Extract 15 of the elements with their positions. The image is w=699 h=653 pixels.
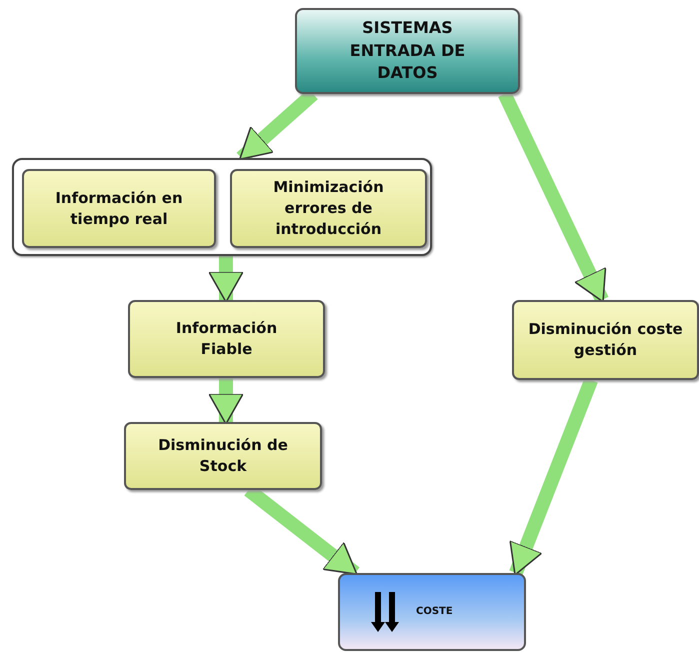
process-box — [230, 169, 427, 248]
process-box — [295, 8, 520, 94]
result-box — [338, 573, 526, 651]
node-label: SISTEMAS ENTRADA DE DATOS — [348, 17, 466, 84]
node-label: Información en tiempo real — [54, 188, 184, 230]
node-label: Disminución de Stock — [157, 435, 289, 477]
node-label: COSTE — [416, 605, 453, 619]
process-box — [128, 300, 325, 378]
process-box — [22, 169, 216, 248]
node-label: Disminución coste gestión — [527, 319, 684, 361]
node-label: Minimización errores de introducción — [272, 177, 385, 240]
process-box — [124, 422, 322, 490]
node-label: Información Fiable — [174, 318, 278, 360]
group-frame — [12, 158, 432, 256]
process-box — [512, 300, 699, 380]
